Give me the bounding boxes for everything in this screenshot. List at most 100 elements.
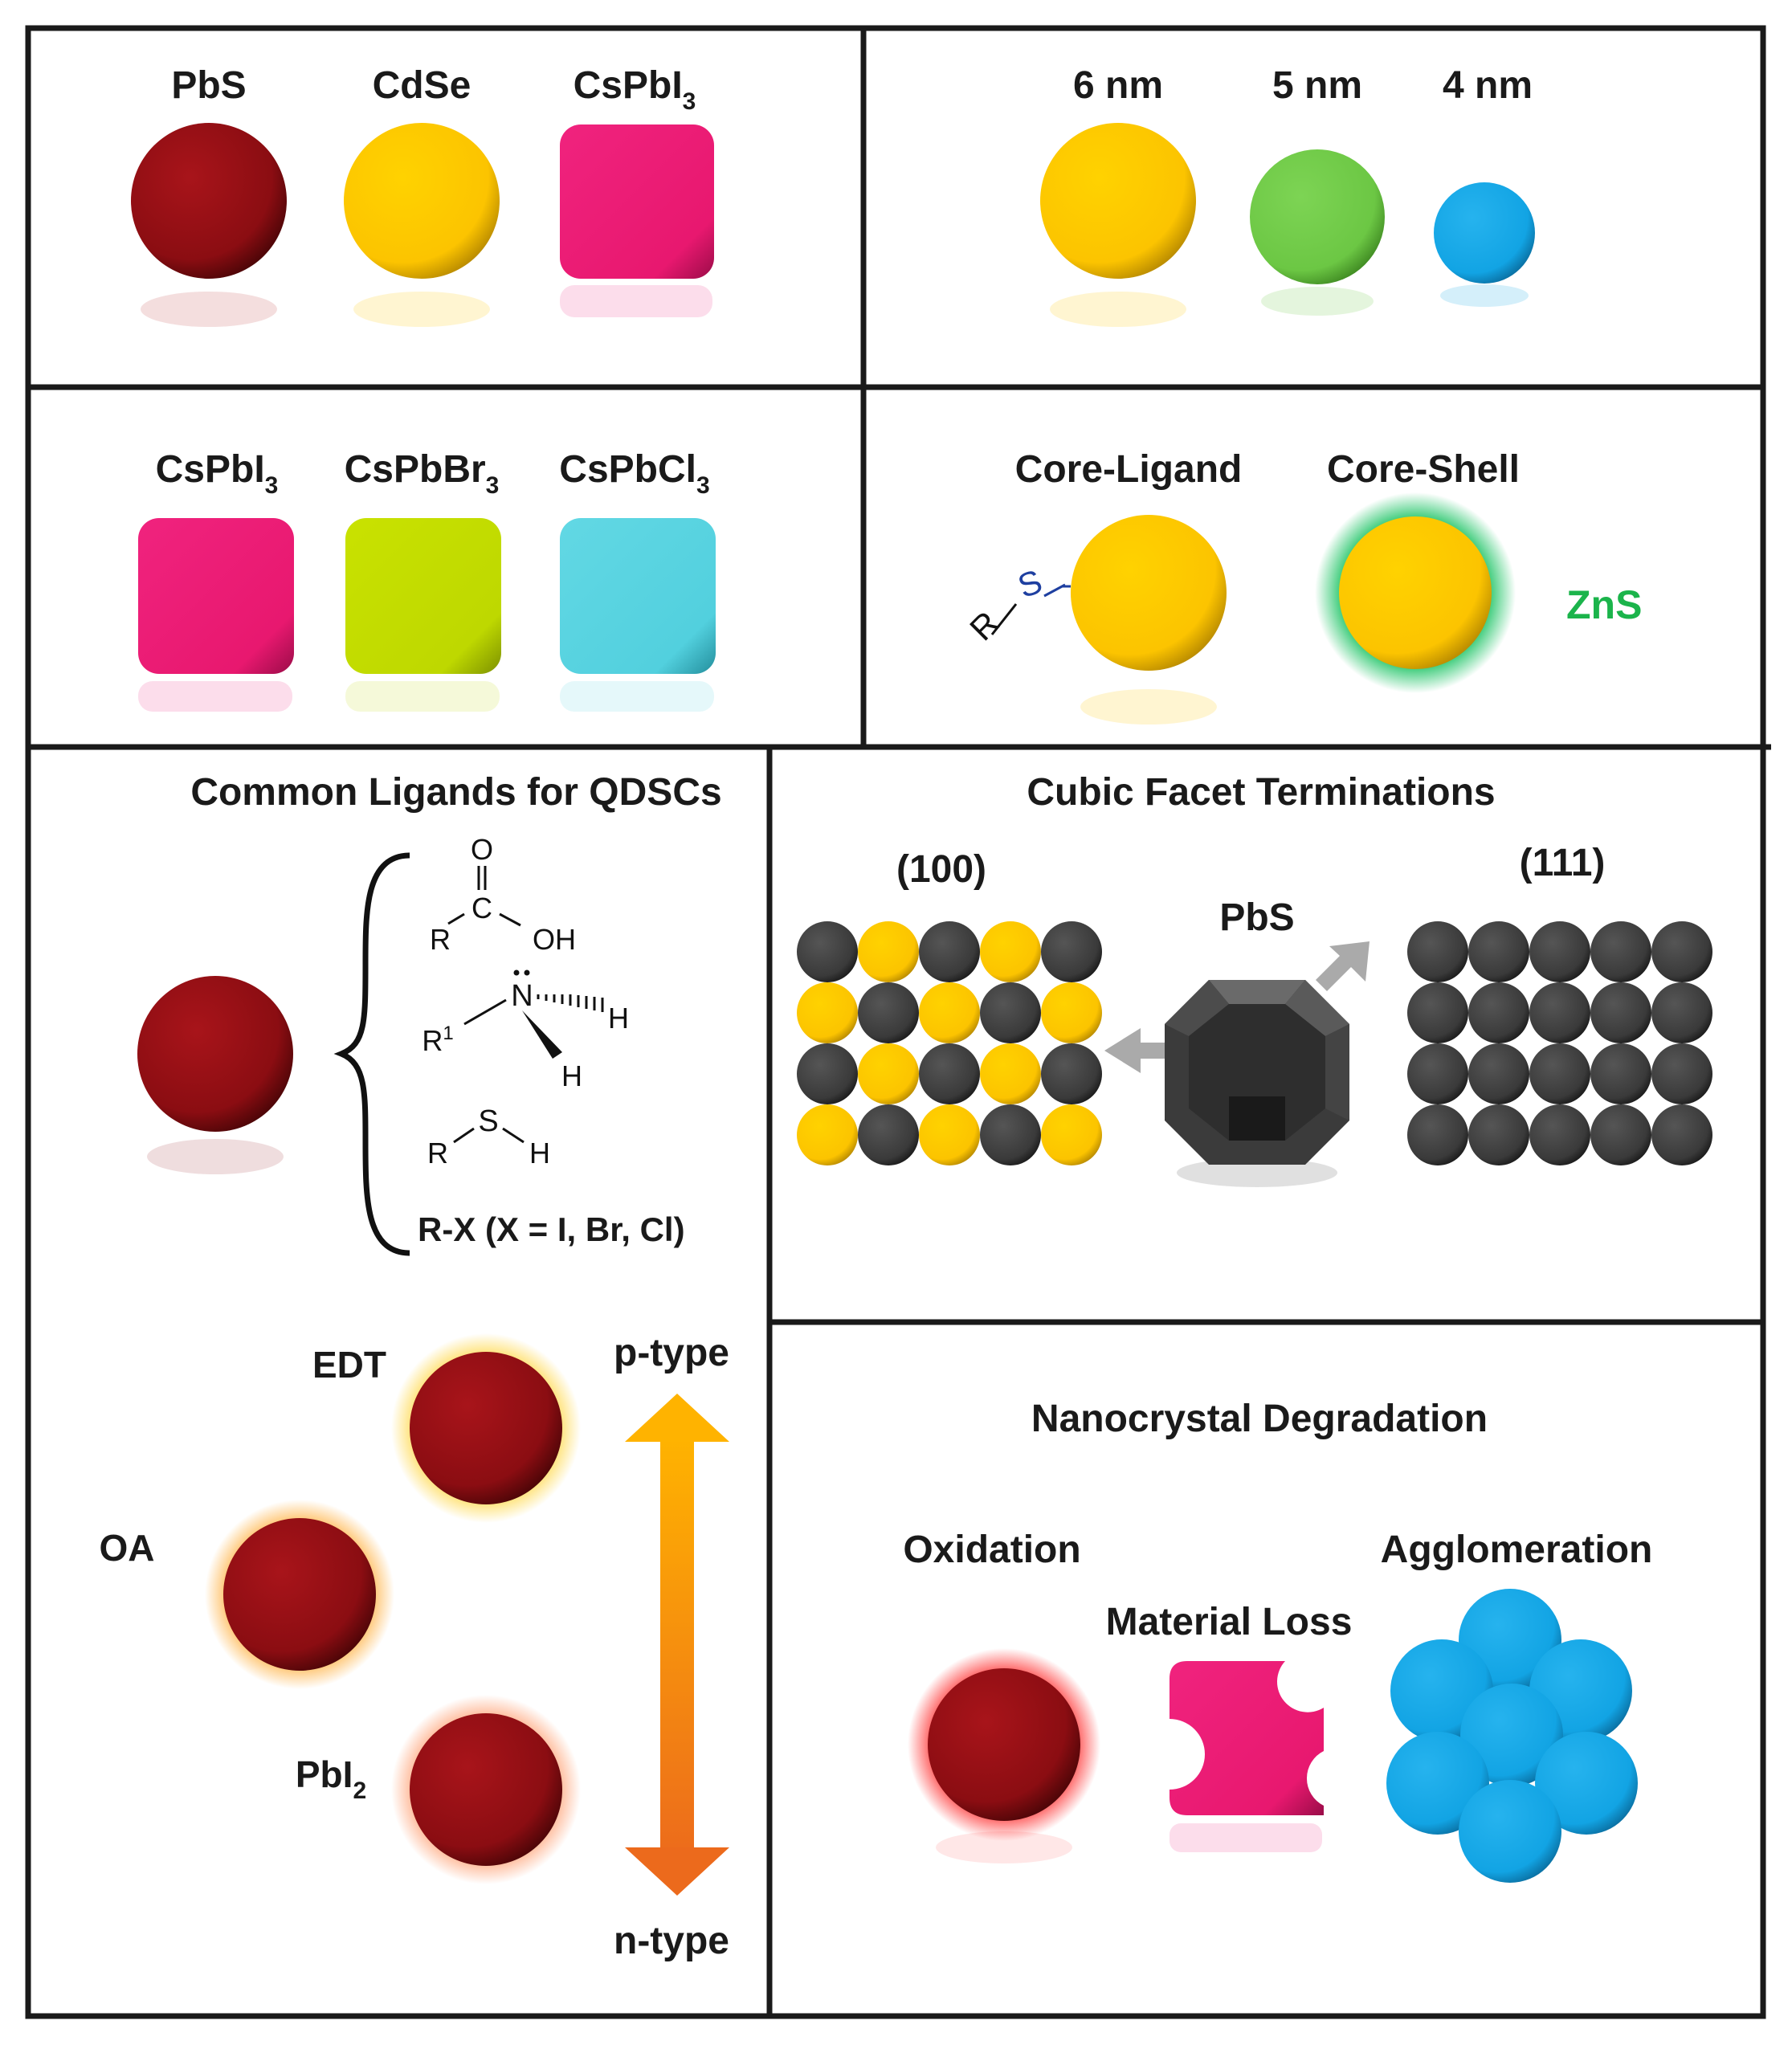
brace — [333, 852, 410, 1256]
pb-atom — [1041, 1043, 1102, 1104]
label-4nm: 4 nm — [1443, 64, 1533, 107]
pb-atom — [1590, 1043, 1651, 1104]
pb-atom — [1590, 921, 1651, 982]
cdse-dot — [344, 123, 500, 279]
pb-atom — [1407, 982, 1468, 1043]
dot-5nm — [1250, 149, 1385, 284]
pb-atom — [1651, 921, 1712, 982]
pb-atom — [1651, 1043, 1712, 1104]
core-ligand-dot — [1071, 515, 1227, 671]
reflection — [138, 681, 292, 712]
reflection — [1169, 1823, 1322, 1852]
agglomerate-cluster — [1386, 1589, 1638, 1883]
panel-size: 6 nm 5 nm 4 nm — [1040, 64, 1535, 327]
s-atom — [1041, 982, 1102, 1043]
halide-ligand: R-X (X = I, Br, Cl) — [418, 1210, 685, 1248]
agglomerate-particle — [1535, 1732, 1638, 1835]
cspbcl3-cube — [560, 518, 716, 674]
atom-n: N — [511, 979, 533, 1013]
thiol: S R H — [427, 1104, 550, 1169]
pb-atom — [1651, 1104, 1712, 1165]
pbs-dot — [137, 976, 293, 1132]
label-oxidation: Oxidation — [903, 1529, 1080, 1571]
label-cspbcl3: CsPbCl3 — [559, 448, 709, 499]
label-cdse: CdSe — [373, 64, 471, 107]
facet-111-lattice — [1407, 921, 1712, 1165]
reflection — [936, 1831, 1072, 1863]
dot-6nm — [1040, 123, 1196, 279]
core-shell-dot — [1339, 516, 1492, 669]
reflection — [141, 292, 277, 327]
atom-r: R — [430, 923, 451, 956]
s-atom — [858, 1043, 919, 1104]
pb-atom — [980, 982, 1041, 1043]
panel-core-structures: Core-Ligand Core-Shell R S ZnS — [962, 448, 1642, 725]
pb-atom — [1529, 1043, 1590, 1104]
pb-atom — [1468, 982, 1529, 1043]
pbs-crystal — [1165, 980, 1349, 1187]
s-atom — [797, 1104, 858, 1165]
label-n-type: n-type — [614, 1920, 729, 1962]
pb-atom — [1529, 1104, 1590, 1165]
panel-facets: Cubic Facet Terminations (100) (111) PbS — [797, 771, 1712, 1187]
label-zns: ZnS — [1566, 582, 1642, 627]
label-cspbi3: CsPbI3 — [574, 64, 696, 115]
ligands-title: Common Ligands for QDSCs — [190, 771, 721, 814]
pb-atom — [919, 921, 980, 982]
amine: N H H R1 — [422, 969, 629, 1092]
pb-atom — [980, 1104, 1041, 1165]
atom-c: C — [471, 892, 492, 925]
pb-atom — [1407, 921, 1468, 982]
degradation-title: Nanocrystal Degradation — [1031, 1398, 1488, 1440]
pb-atom — [858, 982, 919, 1043]
atom-r1: R1 — [422, 1022, 453, 1057]
s-atom — [797, 982, 858, 1043]
panel-halides: CsPbI3 CsPbBr3 CsPbCl3 — [138, 448, 716, 712]
thiol-ligand: R S — [962, 562, 1071, 647]
atom-r: R — [427, 1137, 448, 1169]
reflection — [147, 1139, 284, 1174]
s-atom — [1041, 1104, 1102, 1165]
panel-degradation: Nanocrystal Degradation Oxidation Materi… — [903, 1398, 1652, 1883]
pb-atom — [1468, 1043, 1529, 1104]
facets-title: Cubic Facet Terminations — [1027, 771, 1495, 814]
label-cspbbr3: CsPbBr3 — [345, 448, 500, 499]
label-6nm: 6 nm — [1073, 64, 1163, 107]
label-cspbi3: CsPbI3 — [156, 448, 279, 499]
agglomerate-particle — [1459, 1780, 1561, 1883]
label-pbi2: PbI2 — [296, 1753, 366, 1804]
s-atom — [980, 921, 1041, 982]
cspbi3-cube — [138, 518, 294, 674]
label-p-type: p-type — [614, 1332, 729, 1374]
label-facet-100: (100) — [896, 848, 986, 891]
reflection — [1080, 689, 1217, 725]
pb-atom — [858, 1104, 919, 1165]
ligand-s: S — [1013, 562, 1047, 606]
label-agglomeration: Agglomeration — [1381, 1529, 1653, 1571]
atom-o: O — [471, 833, 493, 866]
s-atom — [980, 1043, 1041, 1104]
label-material-loss: Material Loss — [1106, 1601, 1353, 1643]
pb-atom — [1407, 1043, 1468, 1104]
pbi2-dot — [410, 1713, 562, 1866]
pb-atom — [1590, 1104, 1651, 1165]
reflection — [345, 681, 500, 712]
pb-atom — [1468, 921, 1529, 982]
pb-atom — [1651, 982, 1712, 1043]
label-pbs: PbS — [1219, 896, 1294, 939]
reflection — [353, 292, 490, 327]
label-oa: OA — [100, 1527, 155, 1569]
atom-h: H — [608, 1002, 629, 1035]
panel-composition: PbS CdSe CsPbI3 — [131, 64, 714, 327]
material-loss-cube — [1169, 1661, 1324, 1815]
panel-ligands: Common Ligands for QDSCs O C R OH N — [100, 771, 729, 1962]
label-core-ligand: Core-Ligand — [1015, 448, 1243, 491]
pb-atom — [1468, 1104, 1529, 1165]
s-atom — [858, 921, 919, 982]
label-edt: EDT — [312, 1344, 386, 1386]
pb-atom — [919, 1043, 980, 1104]
cspbi3-cube — [560, 124, 714, 279]
dot-4nm — [1434, 182, 1535, 284]
reflection — [1050, 292, 1186, 327]
